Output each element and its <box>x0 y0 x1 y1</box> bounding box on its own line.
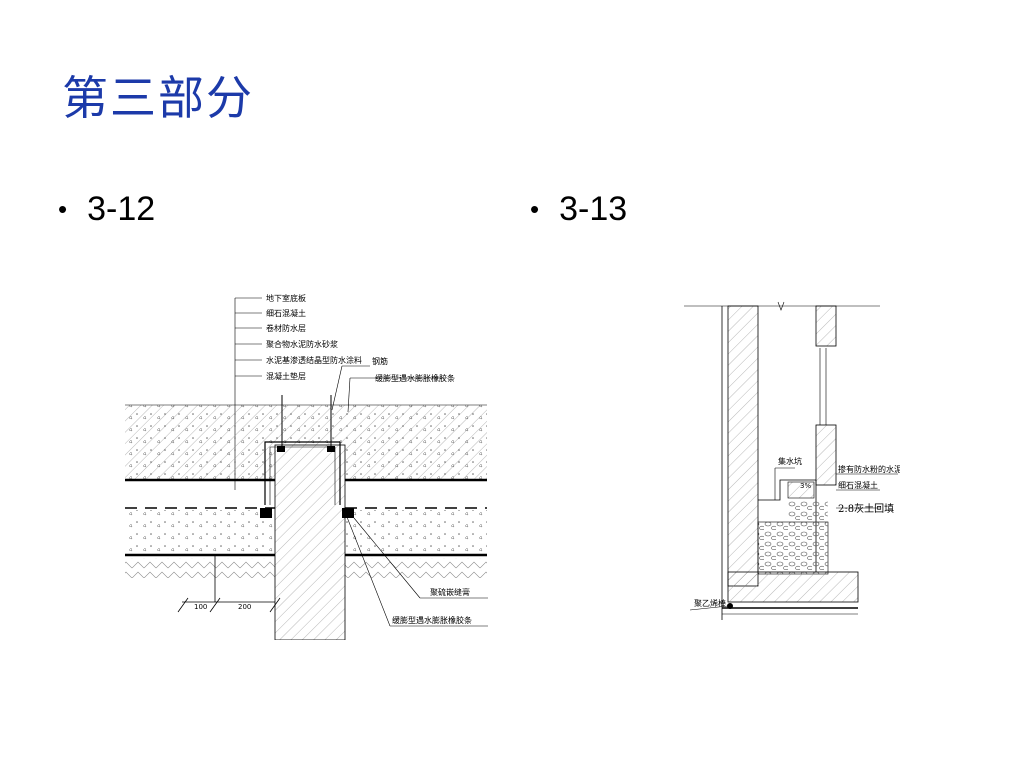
diagram-3-12: 地下室底板 细石混凝土 卷材防水层 聚合物水泥防水砂浆 水泥基渗透结晶型防水涂料… <box>125 293 488 640</box>
diagram-3-13: 集水坑 3% 掺有防水粉的水泥砂浆 细石混凝土 2:8灰土回填 聚乙烯棒 <box>684 301 900 620</box>
label-fine-concrete: 细石混凝土 <box>266 308 306 318</box>
label-membrane-waterproof: 卷材防水层 <box>266 323 306 333</box>
label-swelling-strip-bottom: 缓膨型遇水膨胀橡胶条 <box>392 615 472 625</box>
label-fine-concrete: 细石混凝土 <box>838 480 878 490</box>
bullet-item-3-13: • 3-13 <box>530 190 627 229</box>
label-slope: 3% <box>800 482 811 490</box>
label-polysulfide-sealant: 聚硫嵌缝膏 <box>430 587 470 597</box>
label-waterproof-mortar: 掺有防水粉的水泥砂浆 <box>838 464 900 474</box>
label-rebar: 钢筋 <box>372 356 388 366</box>
label-sump-pit: 集水坑 <box>778 456 802 466</box>
label-polyethylene-rod: 聚乙烯棒 <box>694 598 726 608</box>
label-basement-slab: 地下室底板 <box>266 293 306 303</box>
bullet-text: 3-12 <box>87 190 156 228</box>
label-concrete-cushion: 混凝土垫层 <box>266 371 306 381</box>
label-crystalline-coating: 水泥基渗透结晶型防水涂料 <box>266 355 362 365</box>
dim-200: 200 <box>238 603 251 611</box>
dim-100: 100 <box>194 603 207 611</box>
label-swelling-strip-top: 缓膨型遇水膨胀橡胶条 <box>375 373 455 383</box>
label-lime-soil-backfill: 2:8灰土回填 <box>838 502 894 515</box>
bullet-dot-icon: • <box>530 194 540 224</box>
bullet-item-3-12: • 3-12 <box>58 190 155 229</box>
label-polymer-mortar: 聚合物水泥防水砂浆 <box>266 339 338 349</box>
bullet-text: 3-13 <box>559 190 628 228</box>
bullet-dot-icon: • <box>58 194 68 224</box>
page-title: 第三部分 <box>62 71 254 125</box>
